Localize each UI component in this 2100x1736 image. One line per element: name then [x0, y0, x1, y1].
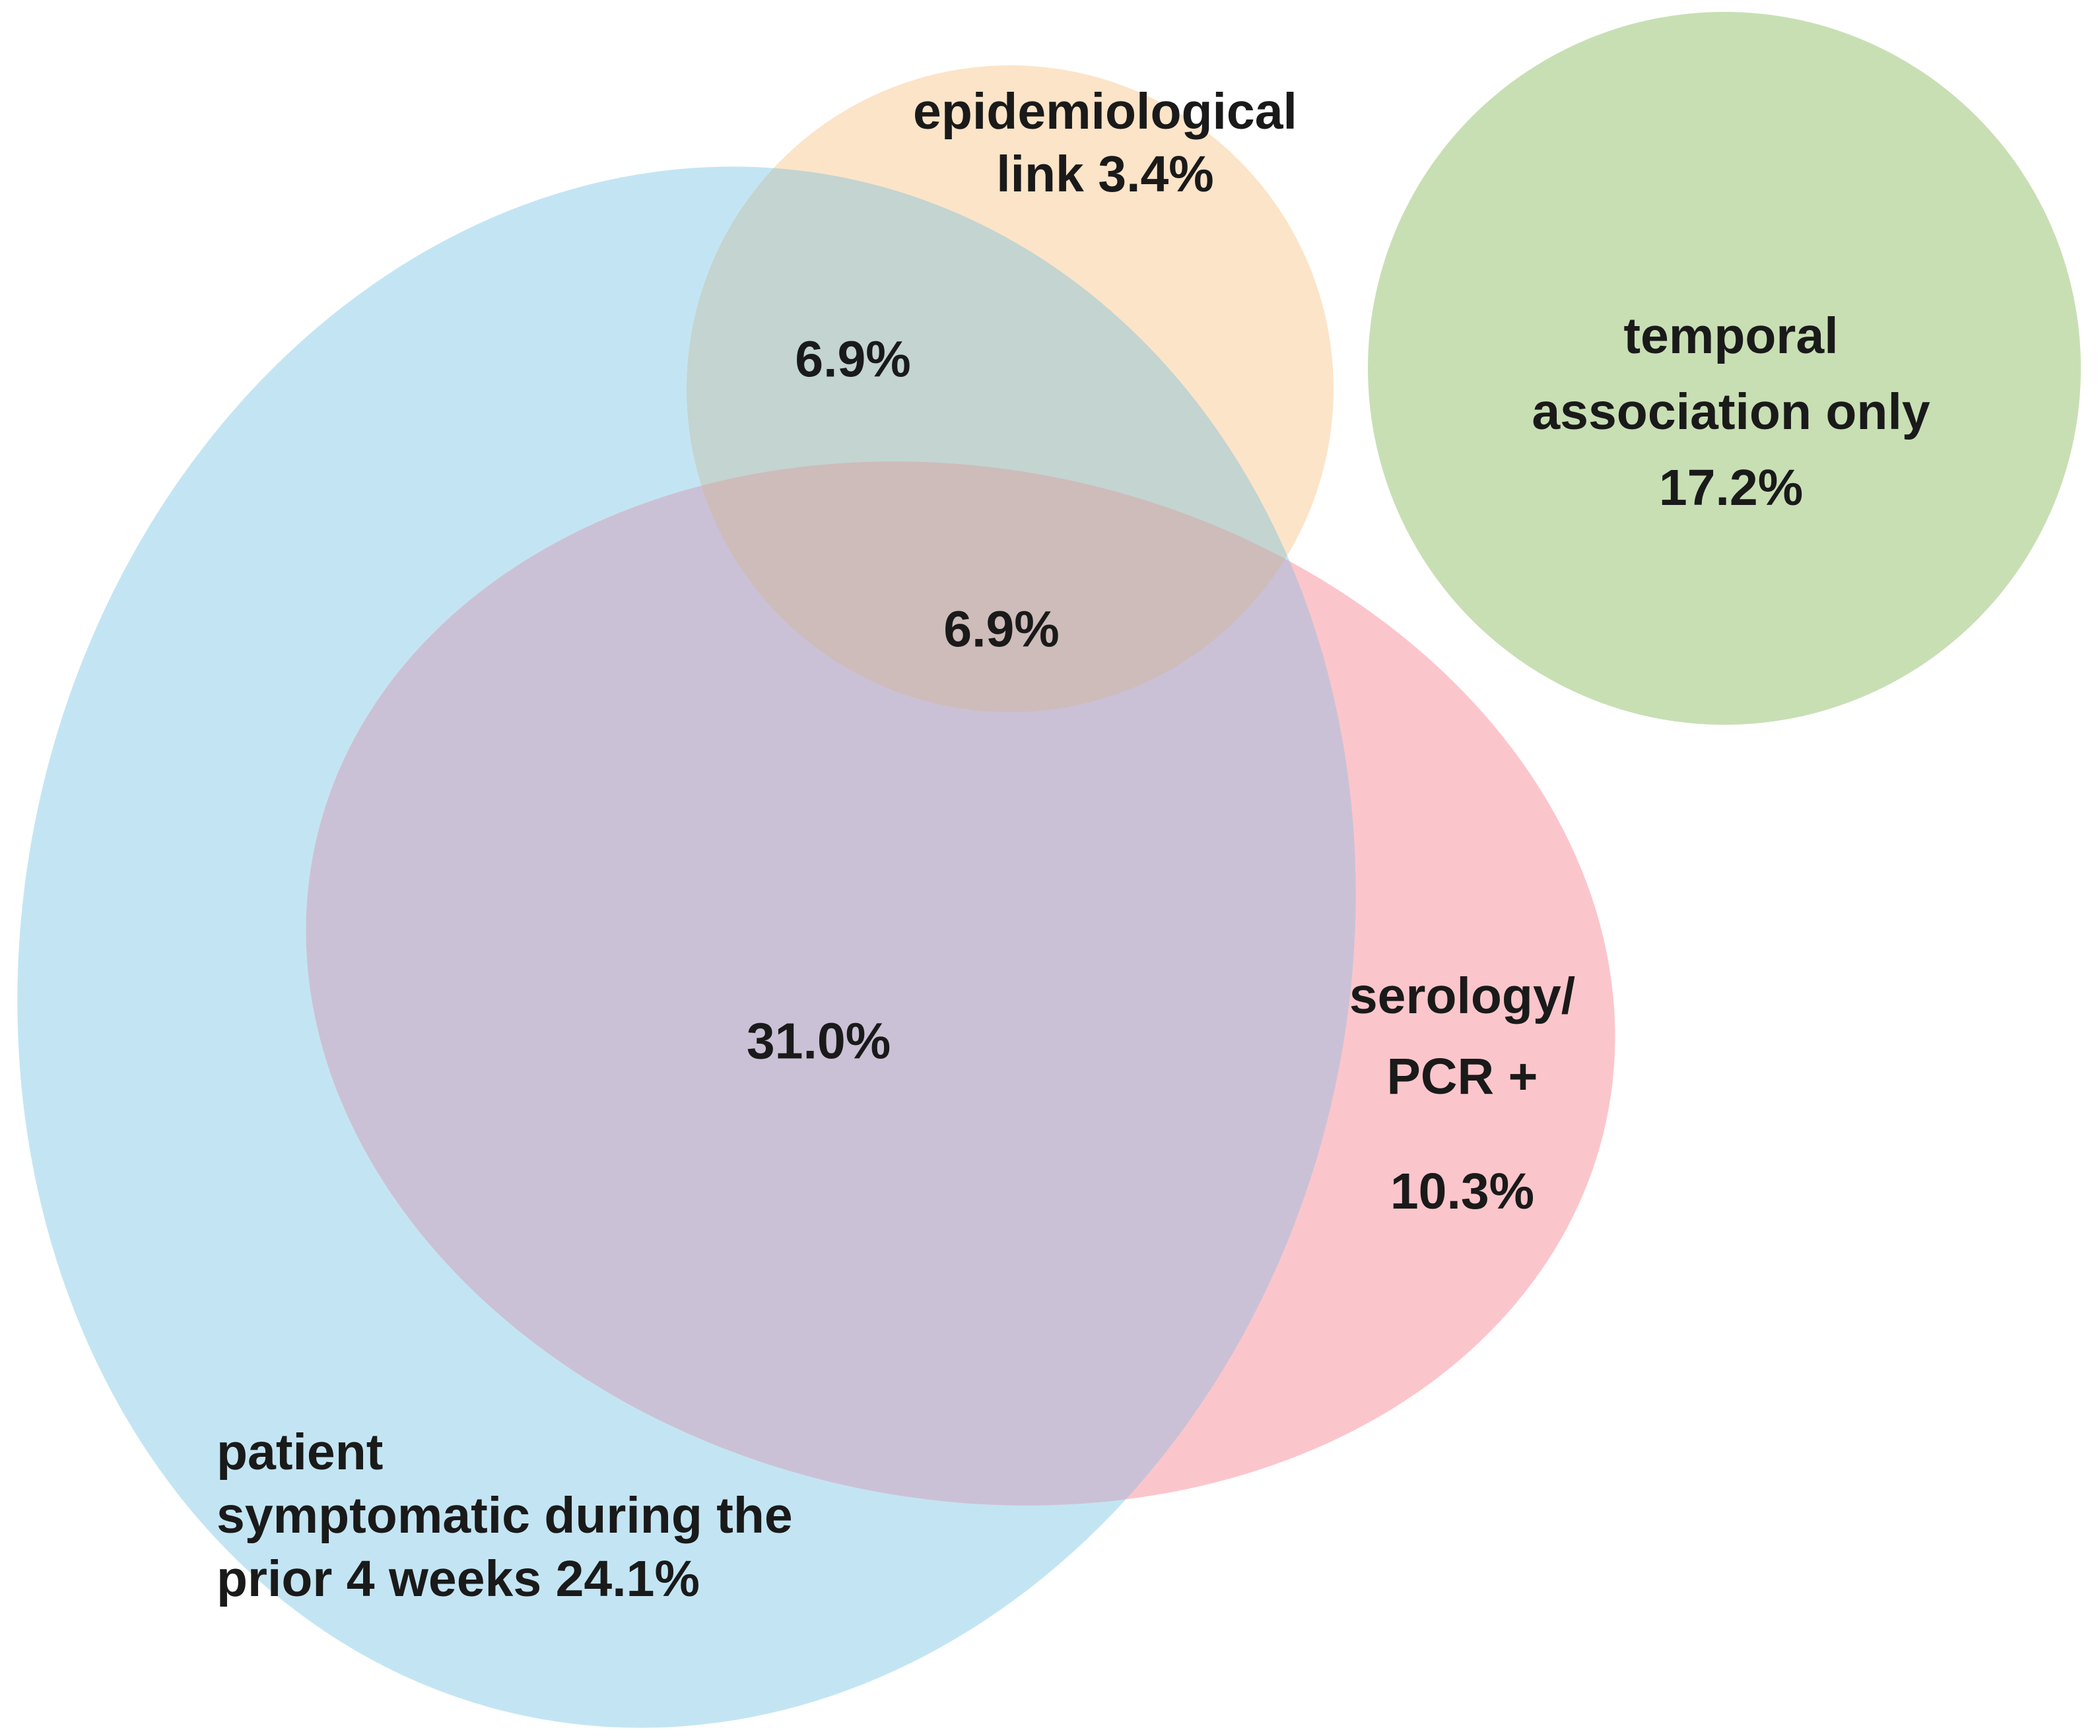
- label-line: patient: [217, 1424, 384, 1481]
- label-line: temporal: [1623, 308, 1839, 364]
- label-epidemiological-link: epidemiological link 3.4%: [913, 81, 1297, 206]
- label-patient-symptomatic: patient symptomatic during the prior 4 w…: [217, 1420, 793, 1611]
- label-overlap-triple: 6.9%: [943, 601, 1060, 658]
- label-line: 17.2%: [1658, 459, 1804, 516]
- label-line: prior 4 weeks 24.1%: [217, 1551, 700, 1607]
- label-line: PCR +: [1386, 1048, 1538, 1105]
- label-overlap-symptomatic-epi: 6.9%: [795, 331, 911, 388]
- label-overlap-symptomatic-serology: 31.0%: [746, 1013, 891, 1070]
- label-line: 10.3%: [1390, 1163, 1535, 1220]
- label-serology-pcr: serology/ PCR + 10.3%: [1349, 956, 1575, 1232]
- label-line: link 3.4%: [996, 146, 1214, 203]
- label-temporal-association: temporal association only 17.2%: [1532, 298, 1930, 526]
- label-line: symptomatic during the: [217, 1487, 793, 1544]
- label-line: association only: [1532, 384, 1930, 440]
- label-line: epidemiological: [913, 83, 1297, 140]
- circle-temporal-association: [1368, 12, 2081, 725]
- label-line: serology/: [1349, 968, 1576, 1024]
